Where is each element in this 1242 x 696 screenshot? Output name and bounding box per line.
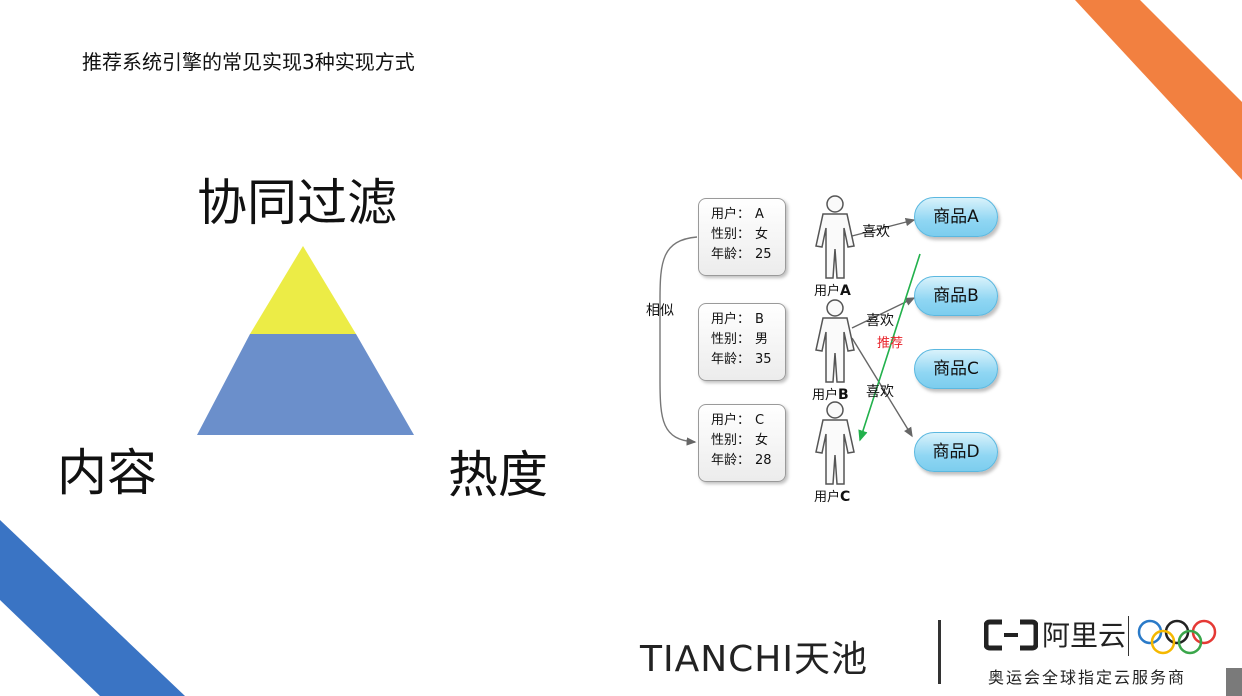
edge-a-like-product-a [851, 218, 916, 237]
edge-label-recommend: 推荐 [877, 336, 904, 351]
user-name-letter: B [838, 387, 849, 403]
edge-recommend [858, 253, 921, 442]
info-value: 25 [755, 247, 772, 262]
info-key: 用户： [711, 207, 751, 222]
user-info-box-b: 用户： B 性别： 男 年龄： 35 [698, 303, 786, 381]
orange-stripe-shape [1075, 0, 1242, 180]
blue-stripe-shape [0, 520, 185, 696]
user-name-b: 用户B [812, 384, 849, 403]
user-info-box-c: 用户： C 性别： 女 年龄： 28 [698, 404, 786, 482]
olympic-rings-icon [1137, 619, 1217, 655]
pyramid-apex [250, 246, 356, 334]
info-value: B [755, 312, 764, 327]
aliyun-name: 阿里云 [1042, 619, 1127, 652]
info-value: 女 [755, 433, 769, 448]
edge-b-like-product-d [851, 337, 913, 438]
brand-small-divider [1128, 616, 1129, 656]
user-name-c: 用户C [814, 486, 850, 505]
info-row: 用户： C [699, 411, 785, 431]
info-key: 年龄： [711, 453, 751, 468]
user-name-prefix: 用户 [814, 490, 841, 505]
product-c: 商品C [914, 349, 998, 389]
slide-title: 推荐系统引擎的常见实现3种实现方式 [82, 50, 415, 74]
info-row: 年龄： 28 [699, 451, 785, 471]
tianchi-logo: TIANCHI天池 [640, 639, 868, 680]
info-value: A [755, 207, 764, 222]
pyramid-base [197, 334, 414, 435]
info-row: 年龄： 25 [699, 245, 785, 265]
similar-bracket [659, 236, 698, 446]
user-name-prefix: 用户 [814, 284, 841, 299]
corner-square [1226, 668, 1242, 696]
similar-label: 相似 [646, 303, 674, 319]
info-value: 女 [755, 227, 769, 242]
user-name-letter: C [840, 489, 851, 505]
product-a: 商品A [914, 197, 998, 237]
info-key: 年龄： [711, 352, 751, 367]
pyramid-right-label: 热度 [448, 446, 548, 504]
user-name-letter: A [840, 283, 851, 299]
user-name-a: 用户A [814, 280, 851, 299]
pyramid [197, 246, 414, 435]
info-value: 35 [755, 352, 772, 367]
info-row: 年龄： 35 [699, 350, 785, 370]
user-info-box-a: 用户： A 性别： 女 年龄： 25 [698, 198, 786, 276]
product-d: 商品D [914, 432, 998, 472]
aliyun-logo-icon [984, 619, 1038, 651]
info-key: 性别： [711, 332, 751, 347]
person-icon-b [815, 299, 855, 383]
info-row: 性别： 男 [699, 330, 785, 350]
pyramid-left-label: 内容 [57, 444, 157, 502]
info-key: 用户： [711, 312, 751, 327]
info-value: 28 [755, 453, 772, 468]
info-value: C [755, 413, 765, 428]
person-icon-c [815, 401, 855, 485]
edge-label-like-b2: 喜欢 [866, 384, 894, 400]
brand-divider [938, 620, 941, 684]
edge-label-like-a: 喜欢 [862, 224, 890, 240]
info-key: 用户： [711, 413, 751, 428]
person-icon-a [815, 195, 855, 279]
info-row: 性别： 女 [699, 225, 785, 245]
aliyun-tagline: 奥运会全球指定云服务商 [988, 668, 1187, 687]
product-b: 商品B [914, 276, 998, 316]
info-row: 性别： 女 [699, 431, 785, 451]
info-key: 年龄： [711, 247, 751, 262]
info-row: 用户： A [699, 205, 785, 225]
info-key: 性别： [711, 227, 751, 242]
info-key: 性别： [711, 433, 751, 448]
user-name-prefix: 用户 [812, 388, 839, 403]
info-row: 用户： B [699, 310, 785, 330]
info-value: 男 [755, 332, 769, 347]
edge-label-like-b1: 喜欢 [866, 313, 894, 329]
pyramid-top-label: 协同过滤 [197, 174, 397, 232]
